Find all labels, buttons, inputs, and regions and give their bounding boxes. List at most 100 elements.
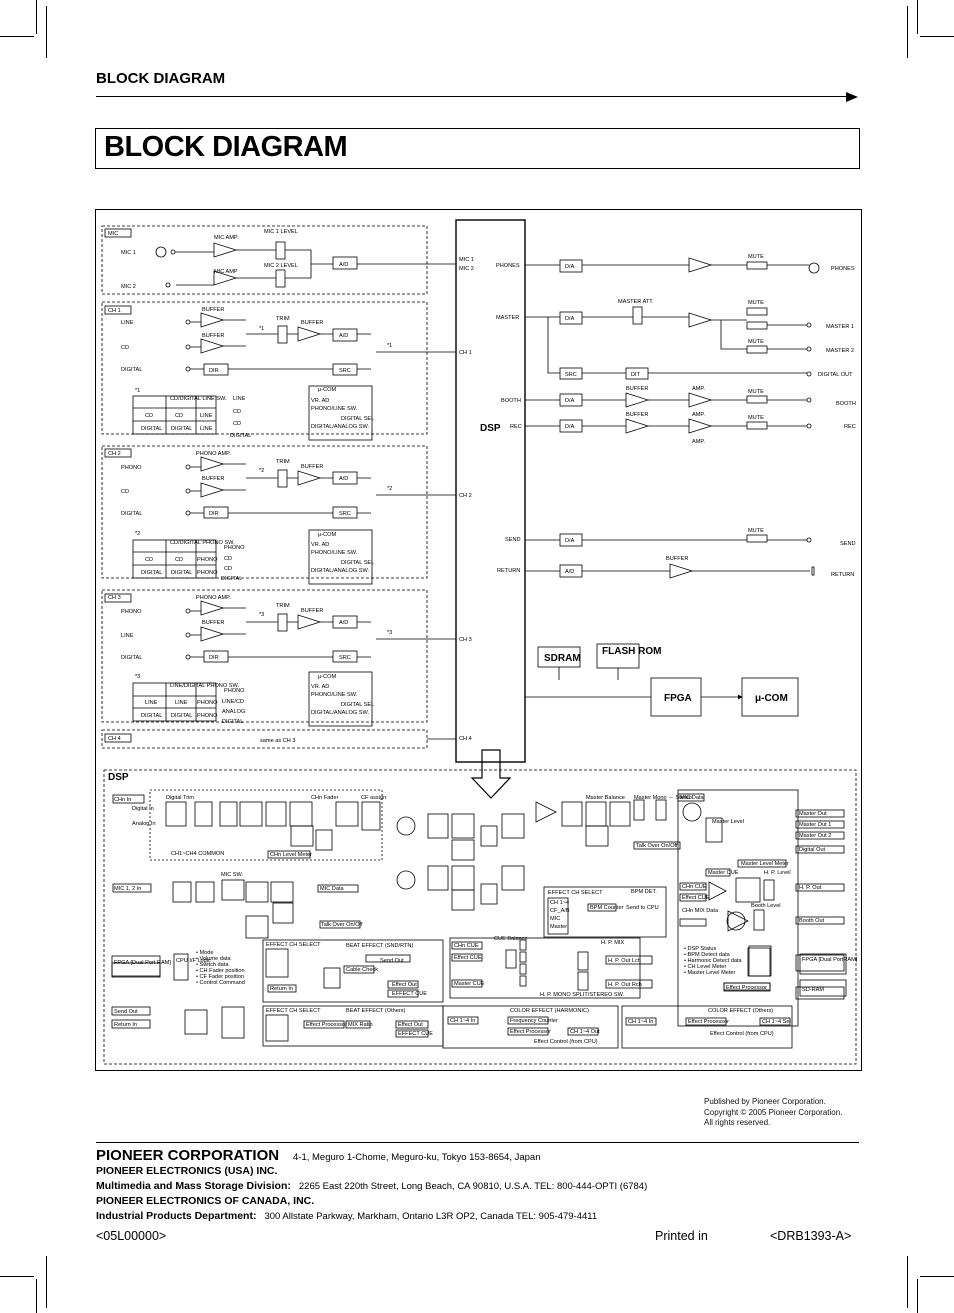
- svg-text:DIGITAL: DIGITAL: [230, 433, 251, 439]
- svg-text:PHONO AMP.: PHONO AMP.: [196, 595, 231, 601]
- svg-text:RETURN: RETURN: [497, 568, 520, 574]
- svg-text:REC: REC: [844, 424, 856, 430]
- svg-text:SRC: SRC: [339, 655, 351, 661]
- svg-text:BUFFER: BUFFER: [626, 412, 648, 418]
- svg-text:MIC 1 LEVEL: MIC 1 LEVEL: [264, 229, 298, 235]
- svg-text:H. P. MONO SPLIT/STEREO SW.: H. P. MONO SPLIT/STEREO SW.: [540, 992, 625, 998]
- title-box: BLOCK DIAGRAM: [95, 128, 860, 169]
- svg-text:MUTE: MUTE: [748, 339, 764, 345]
- svg-text:FPGA: FPGA: [664, 693, 692, 704]
- svg-text:DIR: DIR: [209, 511, 219, 517]
- svg-text:CH 2: CH 2: [108, 451, 121, 457]
- svg-text:MUTE: MUTE: [748, 300, 764, 306]
- canada-division: Industrial Products Department:300 Allst…: [96, 1210, 598, 1222]
- svg-text:Master: Master: [550, 924, 567, 930]
- svg-text:Master CUE: Master CUE: [454, 981, 485, 987]
- svg-text:DIGITAL SEL: DIGITAL SEL: [341, 702, 374, 708]
- svg-text:PHONO/LINE SW.: PHONO/LINE SW.: [311, 406, 358, 412]
- block-diagram: MIC MIC 1 MIC 2 MIC AMP MIC AMP MIC 1 LE…: [95, 209, 862, 1071]
- svg-text:CD: CD: [145, 557, 153, 563]
- crop-mark: [920, 1276, 954, 1277]
- crop-mark: [0, 1276, 34, 1277]
- svg-text:PHONO/LINE SW.: PHONO/LINE SW.: [311, 550, 358, 556]
- svg-text:Digital Trim: Digital Trim: [166, 795, 194, 801]
- svg-text:MIC AMP: MIC AMP: [214, 235, 238, 241]
- svg-text:CH 1~4: CH 1~4: [550, 900, 569, 906]
- svg-text:DIGITAL: DIGITAL: [221, 576, 242, 582]
- svg-text:PHONES: PHONES: [831, 266, 855, 272]
- svg-text:Master Out 1: Master Out 1: [799, 822, 831, 828]
- svg-text:CD: CD: [175, 557, 183, 563]
- svg-text:DSP: DSP: [480, 423, 501, 434]
- svg-text:ANALOG: ANALOG: [222, 709, 245, 715]
- svg-text:Master Balance: Master Balance: [586, 795, 625, 801]
- svg-text:TRIM: TRIM: [276, 603, 290, 609]
- svg-text:RETURN: RETURN: [831, 572, 854, 578]
- svg-text:CH 1~4 Sel: CH 1~4 Sel: [762, 1019, 791, 1025]
- svg-text:VR. AD: VR. AD: [311, 542, 329, 548]
- svg-text:MASTER 2: MASTER 2: [826, 348, 854, 354]
- usa-name: PIONEER ELECTRONICS (USA) INC.: [96, 1165, 278, 1177]
- svg-text:MUTE: MUTE: [748, 389, 764, 395]
- svg-text:CHn MIX Data: CHn MIX Data: [682, 908, 719, 914]
- svg-text:A/D: A/D: [339, 262, 348, 268]
- svg-text:MIC Data: MIC Data: [680, 795, 705, 801]
- svg-text:MIX Ratio: MIX Ratio: [348, 1022, 373, 1028]
- svg-text:PHONO AMP.: PHONO AMP.: [196, 451, 231, 457]
- footer-rule: [96, 1142, 859, 1143]
- svg-text:H. P. Level: H. P. Level: [764, 870, 791, 876]
- svg-text:EFFECT CH SELECT: EFFECT CH SELECT: [548, 890, 603, 896]
- svg-text:SEND: SEND: [840, 541, 856, 547]
- svg-text:PHONO: PHONO: [121, 609, 142, 615]
- svg-text:AMP.: AMP.: [692, 439, 705, 445]
- printed-in: Printed in: [655, 1229, 708, 1243]
- page-title: BLOCK DIAGRAM: [104, 131, 348, 163]
- svg-text:A/D: A/D: [339, 476, 348, 482]
- svg-text:D/A: D/A: [565, 316, 575, 322]
- publisher-note: Published by Pioneer Corporation. Copyri…: [704, 1097, 843, 1127]
- svg-text:Effect Processor: Effect Processor: [306, 1022, 347, 1028]
- svg-text:Digital Out: Digital Out: [799, 847, 826, 853]
- svg-text:PHONO/LINE SW.: PHONO/LINE SW.: [311, 692, 358, 698]
- svg-text:DIGITAL: DIGITAL: [141, 713, 162, 719]
- svg-text:SD-RAM: SD-RAM: [802, 987, 824, 993]
- svg-text:MIC 1: MIC 1: [121, 250, 136, 256]
- svg-text:CHn Level Meter: CHn Level Meter: [270, 852, 312, 858]
- svg-text:A/D: A/D: [565, 569, 574, 575]
- svg-text:LINE: LINE: [145, 700, 158, 706]
- svg-text:CH 1: CH 1: [108, 308, 121, 314]
- svg-text:Talk Over On/Off: Talk Over On/Off: [321, 922, 363, 928]
- svg-text:FPGA [Dual Port RAM]: FPGA [Dual Port RAM]: [114, 960, 171, 966]
- svg-text:MASTER: MASTER: [496, 315, 519, 321]
- svg-text:MIC 1, 2 In: MIC 1, 2 In: [114, 886, 141, 892]
- canada-name: PIONEER ELECTRONICS OF CANADA, INC.: [96, 1195, 315, 1207]
- crop-mark: [907, 6, 908, 58]
- svg-text:DIGITAL: DIGITAL: [121, 511, 142, 517]
- svg-text:Effect Processor: Effect Processor: [688, 1019, 729, 1025]
- svg-text:BUFFER: BUFFER: [202, 620, 224, 626]
- svg-text:CH 3: CH 3: [459, 637, 472, 643]
- svg-text:DIGITAL SEL: DIGITAL SEL: [341, 416, 374, 422]
- svg-text:Digital In: Digital In: [132, 806, 154, 812]
- svg-text:VR. AD: VR. AD: [311, 398, 329, 404]
- svg-text:Analog In: Analog In: [132, 821, 156, 827]
- svg-text:LINE: LINE: [200, 413, 213, 419]
- svg-text:Master Out: Master Out: [799, 811, 827, 817]
- svg-text:CHn CUE: CHn CUE: [454, 943, 479, 949]
- svg-text:CH 4: CH 4: [108, 736, 121, 742]
- svg-text:Master Out 2: Master Out 2: [799, 833, 831, 839]
- svg-text:CD: CD: [233, 421, 241, 427]
- svg-text:Send to CPU: Send to CPU: [626, 905, 659, 911]
- svg-text:BUFFER: BUFFER: [301, 464, 323, 470]
- svg-text:H. P. Out: H. P. Out: [799, 885, 822, 891]
- svg-text:CD: CD: [175, 413, 183, 419]
- svg-text:• Harmonic Detect data: • Harmonic Detect data: [684, 958, 742, 964]
- svg-text:MUTE: MUTE: [748, 254, 764, 260]
- crop-mark: [36, 1279, 37, 1313]
- svg-text:*2: *2: [387, 486, 392, 492]
- svg-text:DIGITAL: DIGITAL: [121, 655, 142, 661]
- svg-text:VR. AD: VR. AD: [311, 684, 329, 690]
- svg-text:LINE: LINE: [175, 700, 188, 706]
- svg-text:DIGITAL: DIGITAL: [171, 570, 192, 576]
- section-header: BLOCK DIAGRAM: [96, 70, 226, 87]
